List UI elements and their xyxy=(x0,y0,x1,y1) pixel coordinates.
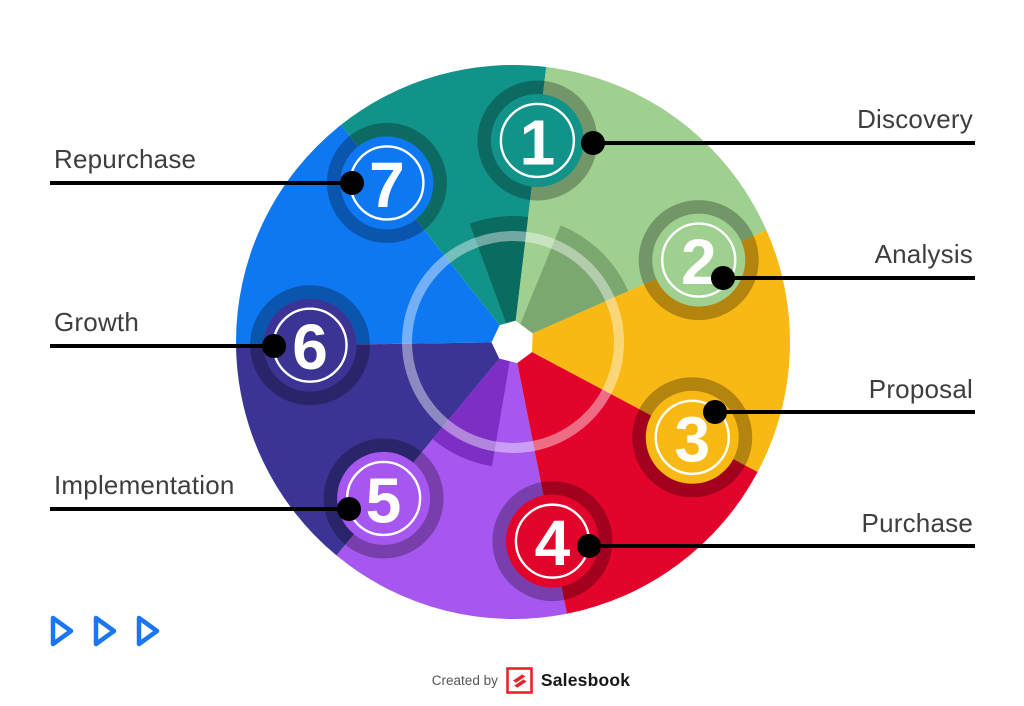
badge-circle-5 xyxy=(337,451,431,545)
badge-circle-7 xyxy=(340,136,434,230)
step-label-implementation: Implementation xyxy=(54,470,235,500)
footer-credit: Created by Salesbook xyxy=(38,667,1024,694)
play-triangle-icon xyxy=(136,615,160,647)
connector-dot xyxy=(711,266,735,290)
connector-dot xyxy=(577,534,601,558)
play-triangle-icon xyxy=(50,615,74,647)
created-by-text: Created by xyxy=(431,673,498,688)
badge-shadow-ring xyxy=(492,481,613,602)
sector-repurchase xyxy=(236,124,514,347)
brand-name-text: Salesbook xyxy=(540,670,631,690)
step-label-discovery: Discovery xyxy=(857,104,973,134)
badge-shadow-ring xyxy=(638,200,759,321)
badge-circle-6 xyxy=(263,298,357,392)
step-label-analysis: Analysis xyxy=(874,239,973,269)
connector-dot xyxy=(337,497,361,521)
play-triangle-icon xyxy=(93,615,117,647)
badge-shadow-ring xyxy=(632,377,753,498)
aperture-blade-discovery xyxy=(469,216,529,342)
salesbook-s-icon xyxy=(506,667,533,694)
badge-number-6: 6 xyxy=(292,311,328,383)
badge-inner-ring xyxy=(654,399,730,476)
badge-number-1: 1 xyxy=(520,106,556,178)
badge-number-5: 5 xyxy=(366,464,402,536)
step-label-purchase: Purchase xyxy=(861,508,973,538)
badge-number-2: 2 xyxy=(681,226,717,298)
sector-growth xyxy=(236,342,513,556)
connector-dot xyxy=(581,131,605,155)
step-label-repurchase: Repurchase xyxy=(54,144,197,174)
badge-circle-1 xyxy=(490,93,584,187)
connector-dot xyxy=(262,334,286,358)
connector-dot xyxy=(703,400,727,424)
center-heptagon xyxy=(491,320,533,364)
badge-circle-4 xyxy=(505,494,599,588)
badge-shadow-ring xyxy=(323,438,444,559)
aperture-ring xyxy=(402,231,624,453)
connector-dot xyxy=(340,171,364,195)
aperture-blade-analysis xyxy=(513,225,629,342)
badge-number-7: 7 xyxy=(369,149,405,221)
nav-arrows xyxy=(50,614,160,648)
step-label-proposal: Proposal xyxy=(868,374,973,404)
badge-inner-ring xyxy=(661,222,737,298)
badge-number-4: 4 xyxy=(535,507,571,579)
aperture-blade-implementation xyxy=(432,342,513,467)
badge-inner-ring xyxy=(499,102,576,179)
step-label-growth: Growth xyxy=(54,307,140,337)
